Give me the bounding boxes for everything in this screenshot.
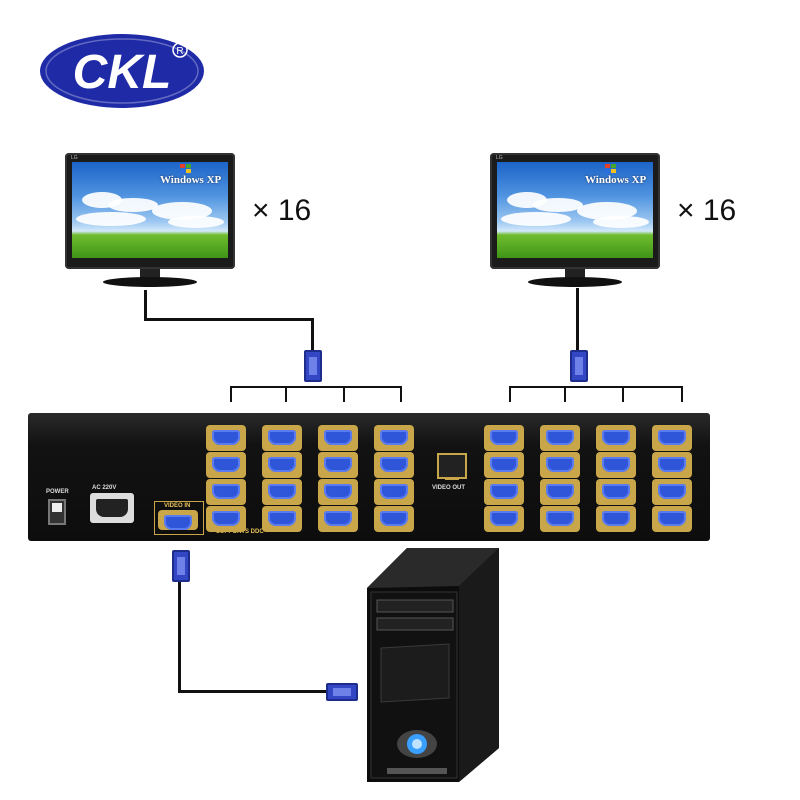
video-in-label: VIDEO IN	[164, 503, 191, 509]
vga-plug-left-monitor	[304, 350, 322, 382]
cable-right-monitor	[576, 288, 579, 352]
video-in-port[interactable]	[158, 510, 198, 530]
vga-output-port-left-15[interactable]	[318, 506, 358, 532]
vga-output-port-left-11[interactable]	[318, 479, 358, 505]
video-out-label: VIDEO OUT	[432, 485, 466, 491]
monitor-count-right: × 16	[677, 194, 737, 227]
vga-output-port-left-3[interactable]	[318, 425, 358, 451]
vga-output-port-right-7[interactable]	[596, 452, 636, 478]
vga-output-port-right-12[interactable]	[652, 479, 692, 505]
vga-output-port-right-10[interactable]	[540, 479, 580, 505]
vga-output-port-left-14[interactable]	[262, 506, 302, 532]
monitor-icon	[437, 453, 467, 479]
vga-output-port-left-6[interactable]	[262, 452, 302, 478]
vga-output-port-right-15[interactable]	[596, 506, 636, 532]
windows-flag-icon	[605, 164, 617, 174]
windows-flag-icon	[180, 164, 192, 174]
cable-left-monitor	[144, 290, 147, 320]
vga-output-port-left-4[interactable]	[374, 425, 414, 451]
svg-text:R: R	[176, 46, 183, 57]
vga-output-port-left-8[interactable]	[374, 452, 414, 478]
cable-input	[178, 582, 181, 692]
vga-output-port-right-14[interactable]	[540, 506, 580, 532]
vga-output-port-right-13[interactable]	[484, 506, 524, 532]
vga-output-port-left-10[interactable]	[262, 479, 302, 505]
vga-splitter-panel: POWER AC 220V VIDEO IN SUPPORTS DDC VIDE…	[28, 413, 710, 541]
vga-output-port-left-5[interactable]	[206, 452, 246, 478]
logo-text: CKL	[73, 46, 172, 99]
monitor-screen: Windows XP	[72, 162, 228, 258]
monitor-bezel: LG Windows XP	[65, 153, 235, 269]
vga-output-port-right-16[interactable]	[652, 506, 692, 532]
vga-output-port-right-5[interactable]	[484, 452, 524, 478]
pc-tower	[367, 548, 499, 782]
ac-label: AC 220V	[92, 485, 117, 491]
monitor-bezel: LG Windows XP	[490, 153, 660, 269]
supports-ddc-label: SUPPORTS DDC	[216, 529, 264, 535]
vga-output-port-right-1[interactable]	[484, 425, 524, 451]
vga-output-port-left-16[interactable]	[374, 506, 414, 532]
vga-output-port-left-1[interactable]	[206, 425, 246, 451]
vga-output-port-left-9[interactable]	[206, 479, 246, 505]
windows-xp-text: Windows XP	[585, 174, 647, 186]
bracket-left	[230, 386, 402, 388]
windows-xp-text: Windows XP	[160, 174, 222, 186]
power-switch[interactable]	[48, 499, 66, 525]
vga-output-port-left-7[interactable]	[318, 452, 358, 478]
vga-output-port-right-8[interactable]	[652, 452, 692, 478]
ac-power-socket	[90, 493, 134, 523]
monitor-screen: Windows XP	[497, 162, 653, 258]
ckl-logo: CKL R	[38, 32, 206, 110]
vga-output-port-right-3[interactable]	[596, 425, 636, 451]
bracket-right	[509, 386, 683, 388]
vga-output-port-right-4[interactable]	[652, 425, 692, 451]
vga-output-port-right-11[interactable]	[596, 479, 636, 505]
monitor-count-left: × 16	[252, 194, 312, 227]
vga-output-port-left-12[interactable]	[374, 479, 414, 505]
monitor-brand: LG	[71, 155, 78, 161]
vga-output-port-right-2[interactable]	[540, 425, 580, 451]
monitor-left: LG Windows XP	[65, 153, 235, 293]
vga-plug-input	[172, 550, 190, 582]
power-label: POWER	[46, 489, 69, 495]
monitor-brand: LG	[496, 155, 503, 161]
vga-plug-pc	[326, 683, 358, 701]
vga-output-port-left-13[interactable]	[206, 506, 246, 532]
video-in-frame	[154, 501, 204, 535]
vga-plug-right-monitor	[570, 350, 588, 382]
monitor-right: LG Windows XP	[490, 153, 660, 293]
vga-output-port-right-6[interactable]	[540, 452, 580, 478]
vga-output-port-left-2[interactable]	[262, 425, 302, 451]
vga-output-port-right-9[interactable]	[484, 479, 524, 505]
